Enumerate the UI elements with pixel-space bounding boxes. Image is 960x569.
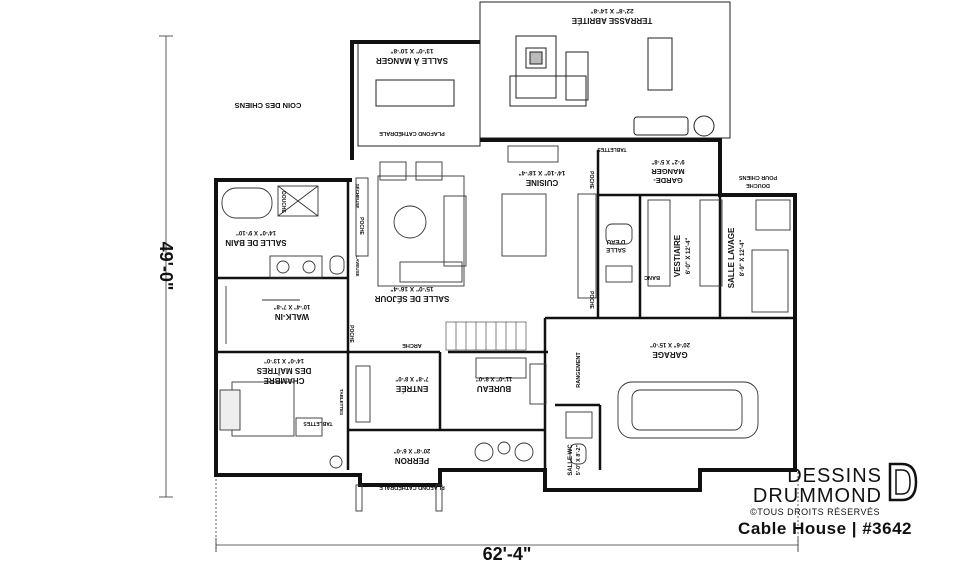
label-cathedral-1: PLAFOND CATHÉDRALE xyxy=(379,130,445,138)
laundry-name: SALLE LAVAGE xyxy=(727,227,736,288)
label-pocket-2: POCHE xyxy=(588,291,594,309)
brand-name-line-2: DRUMMOND xyxy=(752,485,882,507)
label-pocket-3: POCHE xyxy=(348,325,354,343)
brand-logo-icon xyxy=(888,462,918,502)
cathedral-2-name: PLAFOND CATHÉDRALE xyxy=(379,484,445,492)
plan-caption: Cable House | #3642 xyxy=(738,519,912,538)
label-washer: LAVEUSE xyxy=(355,256,360,277)
porch-size: 20'-8" X 6'-0" xyxy=(394,447,431,453)
label-kitchen: CUISINE 14'-10" X 18'-4" xyxy=(519,169,566,187)
shelves-3-name: TABLETTES xyxy=(339,389,344,415)
office-name: BUREAU xyxy=(477,384,511,393)
label-arch: ARCHE xyxy=(402,342,422,348)
entry-name: ENTRÉE xyxy=(395,384,428,393)
interior-walls xyxy=(216,150,795,470)
label-master: CHAMBRE DES MAÎTRES 14'-0" X 13'-0" xyxy=(256,357,311,385)
office-size: 11'-0" X 8'-0" xyxy=(476,375,512,381)
master-name-2: DES MAÎTRES xyxy=(256,366,311,375)
label-office: BUREAU 11'-0" X 8'-0" xyxy=(476,375,512,393)
label-cathedral-2: PLAFOND CATHÉDRALE xyxy=(379,484,445,492)
label-dining: SALLE À MANGER 13'-0" X 10'-8" xyxy=(376,47,448,65)
label-bench: BANC xyxy=(644,274,660,280)
pocket-2-name: POCHE xyxy=(588,291,594,309)
label-pantry: GARDE- MANGER 9'-2" X 5'-8" xyxy=(651,158,685,185)
shelves-2-name: TABLETTES xyxy=(597,146,627,152)
pantry-name-2: MANGER xyxy=(651,167,685,176)
master-name-1: CHAMBRE xyxy=(263,376,305,385)
living-size: 15'-0" X 16'-4" xyxy=(390,285,433,292)
arch-name: ARCHE xyxy=(402,342,422,348)
label-pocket-1: POCHE xyxy=(588,171,594,189)
dryer-name: SÉCHEUSE xyxy=(355,184,362,209)
pantry-name-1: GARDE- xyxy=(653,176,683,185)
garage-name: GARAGE xyxy=(652,350,688,359)
wc-size: 5'-0" X 8'-2" xyxy=(576,444,582,475)
dog-shower-name-1: DOUCHE xyxy=(746,182,770,188)
label-entry: ENTRÉE 7'-8" X 8'-0" xyxy=(395,375,429,393)
label-wc: SALLE WC 5'-0" X 8'-2" xyxy=(568,444,582,476)
shelves-1-name: TABLETTES xyxy=(303,420,333,426)
walkin-name: WALK-IN xyxy=(275,312,309,321)
label-shelves-2: TABLETTES xyxy=(597,146,627,152)
wc-name: SALLE WC xyxy=(568,444,574,476)
label-pocket-4: POCHE xyxy=(358,217,364,235)
bathroom-name: SALLE DE BAIN xyxy=(225,238,287,247)
label-laundry: SALLE LAVAGE 8'-9" X 12'-4" xyxy=(727,227,746,288)
label-living: SALLE DE SÉJOUR 15'-0" X 16'-4" xyxy=(374,285,449,303)
label-powder: SALLE D'EAU xyxy=(606,238,626,252)
vestiaire-name: VESTIAIRE xyxy=(673,234,682,277)
label-shower: DOUCHE xyxy=(280,191,286,213)
pocket-3-name: POCHE xyxy=(348,325,354,343)
vestiaire-size: 6'-0" X 12'-4" xyxy=(686,238,692,275)
dimension-lines xyxy=(159,35,799,552)
brand-rights: ©TOUS DROITS RÉSERVÉS xyxy=(750,507,880,517)
garage-size: 20'-6" X 15'-0" xyxy=(650,341,690,347)
pantry-size: 9'-2" X 5'-8" xyxy=(651,158,684,164)
label-dog-shower: DOUCHE POUR CHIENS xyxy=(739,174,778,188)
pocket-4-name: POCHE xyxy=(358,217,364,235)
terrace-size: 22'-8" X 14'-8" xyxy=(590,7,633,14)
storage-name: RANGEMENT xyxy=(576,352,582,388)
living-name: SALLE DE SÉJOUR xyxy=(374,294,449,303)
depth-dimension: 49'-0" xyxy=(156,242,176,291)
label-vestiaire: VESTIAIRE 6'-0" X 12'-4" xyxy=(673,234,692,277)
porch-name: PERRON xyxy=(395,456,429,465)
shower-name: DOUCHE xyxy=(280,191,286,213)
label-garage: GARAGE 20'-6" X 15'-0" xyxy=(650,341,690,359)
entry-size: 7'-8" X 8'-0" xyxy=(395,375,428,381)
terrace-name: TERRASSE ABRITÉE xyxy=(571,16,652,25)
dining-size: 13'-0" X 10'-8" xyxy=(390,47,433,54)
label-bathroom: SALLE DE BAIN 14'-0" X 9'-10" xyxy=(225,229,287,247)
walkin-size: 10'-4" X 7'-8" xyxy=(274,303,311,309)
label-storage: RANGEMENT xyxy=(576,352,582,388)
kitchen-size: 14'-10" X 18'-4" xyxy=(519,169,566,176)
laundry-size: 8'-9" X 12'-4" xyxy=(740,240,746,277)
label-dryer: SÉCHEUSE xyxy=(355,184,362,209)
label-shelves-1: TABLETTES xyxy=(303,420,333,426)
dog-shower-name-2: POUR CHIENS xyxy=(739,174,778,180)
width-dimension: 62'-4" xyxy=(483,544,532,564)
kitchen-name: CUISINE xyxy=(525,178,558,187)
room-labels: TERRASSE ABRITÉE 22'-8" X 14'-8" SALLE À… xyxy=(225,7,777,492)
powder-name-1: SALLE xyxy=(606,246,626,252)
brand-name-line-1: DESSINS xyxy=(787,465,882,487)
cathedral-1-name: PLAFOND CATHÉDRALE xyxy=(379,130,445,138)
pocket-1-name: POCHE xyxy=(588,171,594,189)
label-walkin: WALK-IN 10'-4" X 7'-8" xyxy=(274,303,311,321)
dog-corner-name: COIN DES CHIENS xyxy=(235,101,302,110)
bench-name: BANC xyxy=(644,274,660,280)
label-terrace: TERRASSE ABRITÉE 22'-8" X 14'-8" xyxy=(571,7,652,25)
label-dog-corner: COIN DES CHIENS xyxy=(235,101,302,110)
washer-name: LAVEUSE xyxy=(355,256,360,277)
bathroom-size: 14'-0" X 9'-10" xyxy=(236,229,276,235)
master-size: 14'-0" X 13'-0" xyxy=(264,357,304,363)
powder-name-2: D'EAU xyxy=(607,238,625,244)
label-shelves-3: TABLETTES xyxy=(339,389,344,415)
dining-name: SALLE À MANGER xyxy=(376,56,448,65)
label-porch: PERRON 20'-8" X 6'-0" xyxy=(394,447,431,465)
fixtures xyxy=(219,145,791,512)
